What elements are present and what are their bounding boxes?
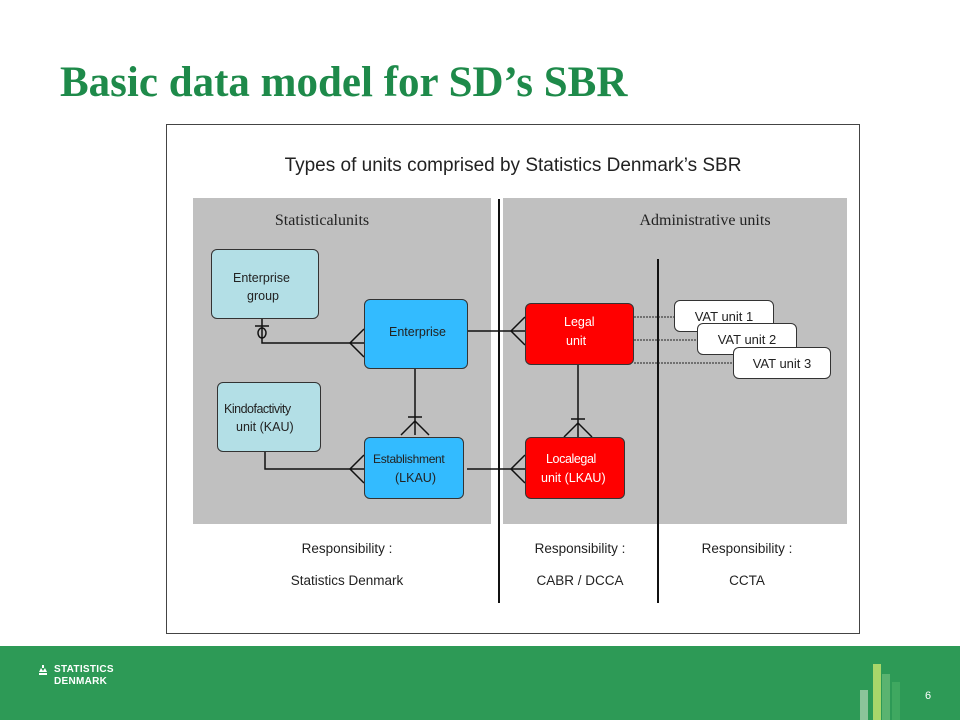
logo-line2: DENMARK — [54, 676, 108, 687]
bars-graphic-icon — [860, 664, 900, 720]
enterprise-box: Enterprise — [364, 299, 468, 369]
responsibility-label-statistical: Responsibility : — [301, 541, 393, 556]
responsibility-label-vat: Responsibility : — [701, 541, 793, 556]
enterprise-line1: Enterprise — [389, 325, 446, 339]
responsibility-owner-legal: CABR / DCCA — [536, 573, 624, 588]
legal-unit-box: Legal unit — [525, 303, 634, 365]
establishment-box: Establishment (LKAU) — [364, 437, 464, 499]
logo-text: STATISTICS DENMARK — [54, 664, 114, 688]
diagram-title: Types of units comprised by Statistics D… — [284, 155, 742, 176]
statistical-units-label: Statisticalunits — [274, 212, 370, 229]
kau-line1: Kindofactivity — [224, 402, 291, 416]
responsibility-owner-statistical: Statistics Denmark — [290, 573, 404, 588]
establishment-line2: (LKAU) — [395, 471, 436, 485]
responsibility-label-legal: Responsibility : — [534, 541, 626, 556]
administrative-units-label: Administrative units — [639, 212, 771, 229]
local-legal-unit-line2: unit (LKAU) — [541, 471, 606, 485]
enterprise-group-box: Enterprise group — [211, 249, 319, 319]
slide-title: Basic data model for SD’s SBR — [60, 59, 628, 106]
page-number: 6 — [925, 690, 932, 702]
vat-unit-3-box: VAT unit 3 — [733, 347, 831, 379]
crown-icon — [39, 665, 47, 675]
enterprise-group-line1: Enterprise — [233, 271, 290, 285]
legal-unit-line1: Legal — [564, 315, 595, 329]
local-legal-unit-line1: Localegal — [546, 452, 596, 466]
legal-unit-line2: unit — [566, 334, 587, 348]
kau-box: Kindofactivity unit (KAU) — [217, 382, 321, 452]
responsibility-owner-vat: CCTA — [729, 573, 765, 588]
enterprise-group-line2: group — [247, 289, 279, 303]
diagram-frame: Types of units comprised by Statistics D… — [166, 124, 860, 634]
footer-bar — [0, 646, 960, 720]
logo-line1: STATISTICS — [54, 664, 114, 675]
local-legal-unit-box: Localegal unit (LKAU) — [525, 437, 625, 499]
establishment-line1: Establishment — [373, 452, 445, 466]
kau-line2: unit (KAU) — [236, 420, 294, 434]
